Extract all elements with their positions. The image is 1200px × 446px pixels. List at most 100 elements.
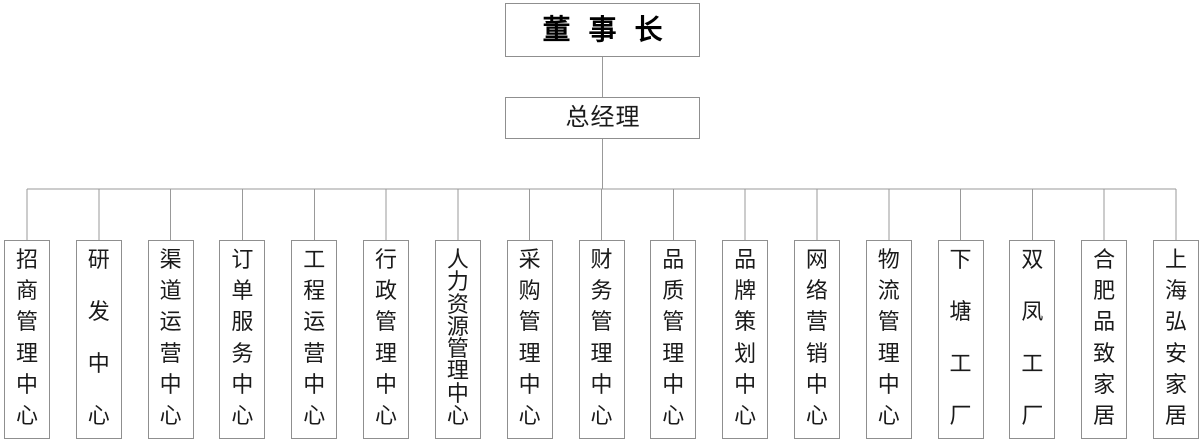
label-char: 络: [805, 278, 828, 304]
department-box: 物流管理中心: [865, 240, 912, 439]
label-char: 管: [662, 309, 685, 335]
label-char: 致: [1093, 340, 1116, 366]
label-char: 工: [303, 247, 326, 272]
label-char: 居: [1164, 402, 1187, 428]
label-char: 心: [877, 402, 900, 428]
label-char: 单: [231, 278, 254, 304]
label-char: 工: [1021, 351, 1044, 376]
label-char: 管: [375, 309, 398, 335]
label-char: 中: [518, 371, 541, 397]
label-char: 划: [734, 340, 757, 366]
label-char: 牌: [734, 278, 757, 304]
label-char: 研: [87, 247, 110, 272]
departments-row: 招商管理中心研发中心渠道运营中心订单服务中心工程运营中心行政管理中心人力资源管理…: [4, 240, 1199, 439]
label-char: 心: [303, 402, 326, 428]
label-char: 家: [1093, 371, 1116, 397]
label-char: 弘: [1164, 309, 1187, 335]
label-char: 心: [734, 402, 757, 428]
label-char: 资: [446, 291, 469, 317]
label-char: 营: [303, 340, 326, 366]
label-char: 程: [303, 278, 326, 304]
label-char: 理: [15, 340, 38, 366]
label-char: 务: [231, 340, 254, 366]
label-char: 流: [877, 278, 900, 304]
chairman-label: 董事长: [542, 14, 681, 45]
label-char: 管: [590, 309, 613, 335]
department-box: 财务管理中心: [578, 240, 625, 439]
label-char: 源: [446, 313, 469, 339]
label-char: 中: [87, 351, 110, 376]
label-char: 中: [590, 371, 613, 397]
label-char: 品: [1093, 309, 1116, 335]
department-box: 订单服务中心: [219, 240, 266, 439]
label-char: 心: [375, 402, 398, 428]
label-char: 物: [877, 247, 900, 272]
label-char: 安: [1164, 340, 1187, 366]
label-char: 肥: [1093, 278, 1116, 304]
label-char: 下: [949, 247, 972, 272]
label-char: 厂: [949, 403, 972, 428]
label-char: 合: [1093, 247, 1116, 272]
department-box: 双凤工厂: [1009, 240, 1056, 439]
department-box: 品质管理中心: [650, 240, 697, 439]
label-char: 营: [805, 309, 828, 335]
label-char: 工: [949, 351, 972, 376]
label-char: 运: [159, 309, 182, 335]
label-char: 心: [662, 402, 685, 428]
label-char: 管: [877, 309, 900, 335]
label-char: 心: [518, 402, 541, 428]
general-manager-label: 总经理: [565, 104, 641, 131]
label-char: 中: [375, 371, 398, 397]
label-char: 购: [518, 278, 541, 304]
label-char: 家: [1164, 371, 1187, 397]
label-char: 中: [877, 371, 900, 397]
label-char: 居: [1093, 402, 1116, 428]
department-box: 招商管理中心: [4, 240, 50, 439]
label-char: 运: [303, 309, 326, 335]
label-char: 中: [231, 371, 254, 397]
department-box: 研发中心: [75, 240, 122, 439]
label-char: 渠: [159, 247, 182, 272]
label-char: 心: [231, 402, 254, 428]
department-box: 采购管理中心: [506, 240, 553, 439]
label-char: 发: [87, 299, 110, 324]
label-char: 财: [590, 247, 613, 272]
department-box: 网络营销中心: [793, 240, 840, 439]
label-char: 招: [15, 247, 38, 272]
label-char: 上: [1164, 247, 1187, 272]
label-char: 塘: [949, 299, 972, 324]
label-char: 道: [159, 278, 182, 304]
label-char: 理: [446, 358, 469, 384]
label-char: 理: [590, 340, 613, 366]
label-char: 网: [805, 247, 828, 272]
label-char: 中: [446, 380, 469, 406]
label-char: 凤: [1021, 299, 1044, 324]
label-char: 订: [231, 247, 254, 272]
label-char: 中: [734, 371, 757, 397]
label-char: 商: [15, 278, 38, 304]
department-box: 品牌策划中心: [722, 240, 769, 439]
label-char: 采: [518, 247, 541, 272]
label-char: 心: [159, 402, 182, 428]
chairman-box: 董事长: [505, 3, 700, 57]
department-box: 渠道运营中心: [147, 240, 194, 439]
label-char: 双: [1021, 247, 1044, 272]
label-char: 厂: [1021, 403, 1044, 428]
label-char: 心: [590, 402, 613, 428]
label-char: 海: [1164, 278, 1187, 304]
label-char: 销: [805, 340, 828, 366]
label-char: 质: [662, 278, 685, 304]
department-box: 上海弘安家居: [1153, 240, 1199, 439]
label-char: 中: [15, 371, 38, 397]
department-box: 行政管理中心: [363, 240, 410, 439]
label-char: 心: [446, 402, 469, 428]
department-box: 工程运营中心: [291, 240, 338, 439]
label-char: 管: [518, 309, 541, 335]
label-char: 心: [15, 402, 38, 428]
label-char: 理: [518, 340, 541, 366]
label-char: 心: [87, 403, 110, 428]
label-char: 中: [662, 371, 685, 397]
label-char: 策: [734, 309, 757, 335]
label-char: 行: [375, 247, 398, 272]
